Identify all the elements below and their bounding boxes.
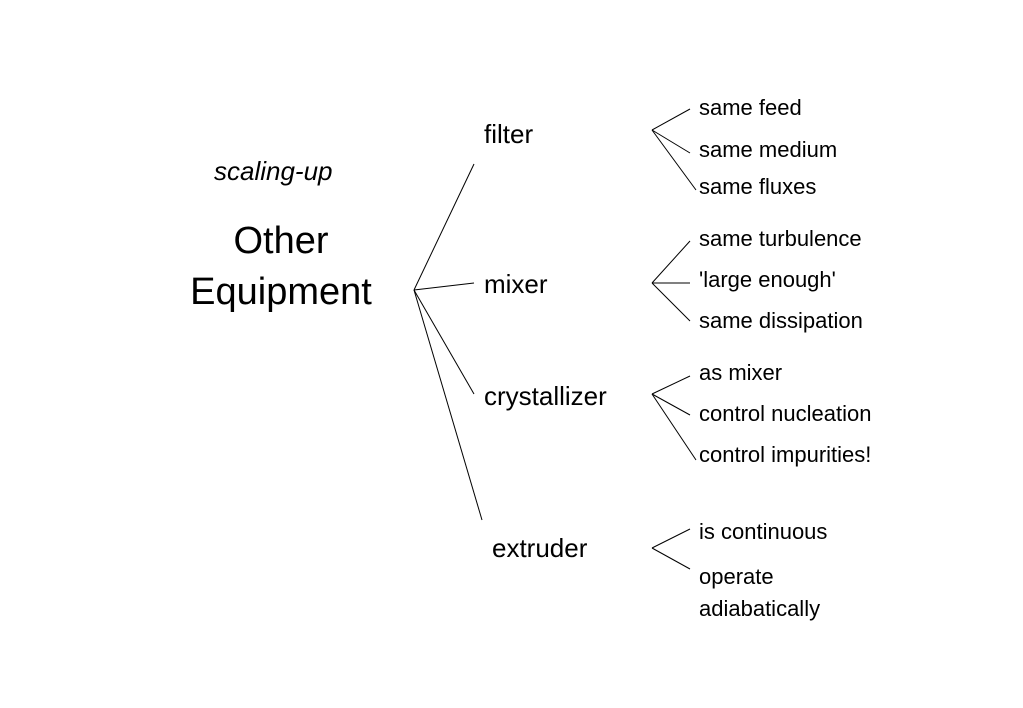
crystallizer-item: as mixer	[699, 360, 783, 385]
diagram-title: Other Equipment	[176, 216, 386, 317]
extruder-branch-line	[651, 528, 691, 549]
filter-branch-line	[651, 108, 691, 131]
diagram-title-line-1: Other	[233, 220, 329, 262]
crystallizer-branch-line	[651, 375, 691, 395]
crystallizer-branch-line	[651, 393, 691, 416]
mixer-item: 'large enough'	[699, 267, 836, 292]
crystallizer-branch-line	[651, 393, 697, 461]
crystallizer-item: control impurities!	[699, 442, 872, 467]
category-extruder: extruder	[492, 533, 588, 563]
mixer-item: same turbulence	[699, 226, 862, 251]
root-to-mixer-line	[413, 282, 475, 291]
mixer-item: same dissipation	[699, 308, 863, 333]
category-crystallizer: crystallizer	[484, 381, 607, 411]
mixer-branch-line	[651, 240, 691, 284]
filter-item: same medium	[699, 137, 838, 162]
root-to-extruder-line	[413, 289, 483, 521]
diagram-subtitle: scaling-up	[214, 156, 333, 186]
diagram-title-line-2: Equipment	[190, 270, 372, 313]
extruder-item: is continuous	[699, 519, 828, 544]
crystallizer-item: control nucleation	[699, 401, 872, 426]
filter-branch-line	[651, 129, 697, 191]
root-to-filter-line	[413, 163, 475, 291]
mixer-branch-line	[651, 282, 691, 322]
filter-item: same fluxes	[699, 174, 817, 199]
extruder-item: operate adiabatically	[699, 564, 821, 621]
filter-item: same feed	[699, 95, 802, 120]
root-to-crystallizer-line	[413, 289, 475, 395]
filter-branch-line	[651, 129, 691, 154]
extruder-branch-line	[651, 547, 691, 570]
category-filter: filter	[484, 119, 534, 149]
category-mixer: mixer	[484, 269, 548, 299]
